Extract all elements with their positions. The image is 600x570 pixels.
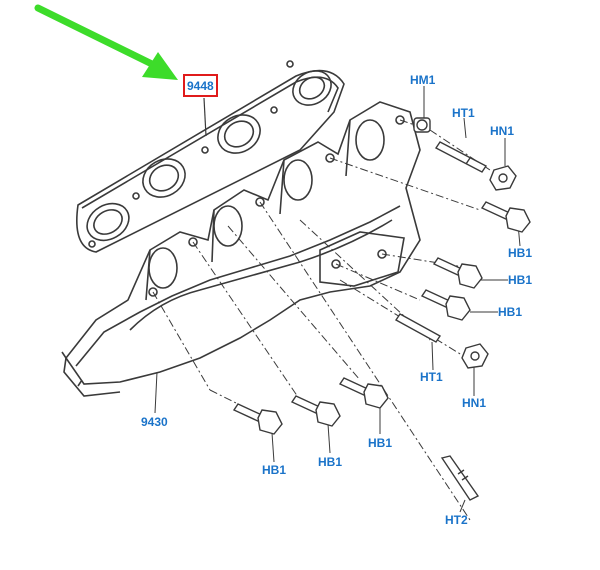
hb1-bolt-b2-icon[interactable] [290,395,341,427]
callout-ht2[interactable]: HT2 [445,513,468,527]
ht1-stud-mid-icon[interactable] [394,313,442,343]
hb1-bolt-r1-icon[interactable] [480,201,531,233]
callout-ht1-top[interactable]: HT1 [452,106,475,120]
callout-hb1-b1[interactable]: HB1 [262,463,287,477]
ht2-stud-icon[interactable] [440,455,480,501]
callout-hb1-r2[interactable]: HB1 [508,273,533,287]
callout-hb1-b3[interactable]: HB1 [368,436,393,450]
hb1-bolt-b1-icon[interactable] [232,403,283,435]
callout-hb1-r1[interactable]: HB1 [508,246,533,260]
callout-hb1-b2[interactable]: HB1 [318,455,343,469]
callout-hb1-r3[interactable]: HB1 [498,305,523,319]
callout-leaders [154,86,521,513]
callout-hm1[interactable]: HM1 [410,73,436,87]
callout-gasket-9448[interactable]: 9448 [183,74,218,97]
ht1-stud-top-icon[interactable] [434,141,488,173]
hn1-nut-mid-icon[interactable] [461,343,489,369]
callout-ht1-mid[interactable]: HT1 [420,370,443,384]
hm1-nut-icon[interactable] [413,117,431,133]
green-arrow-icon [34,4,178,80]
hb1-bolt-b3-icon[interactable] [338,377,389,409]
callout-hn1-top[interactable]: HN1 [490,124,515,138]
hb1-bolt-r3-icon[interactable] [420,289,471,321]
hn1-nut-top-icon[interactable] [489,165,517,191]
callout-manifold-9430[interactable]: 9430 [141,415,168,429]
callout-hn1-mid[interactable]: HN1 [462,396,487,410]
exhaust-gasket-icon[interactable] [76,60,345,253]
hb1-bolt-r2-icon[interactable] [432,257,483,289]
